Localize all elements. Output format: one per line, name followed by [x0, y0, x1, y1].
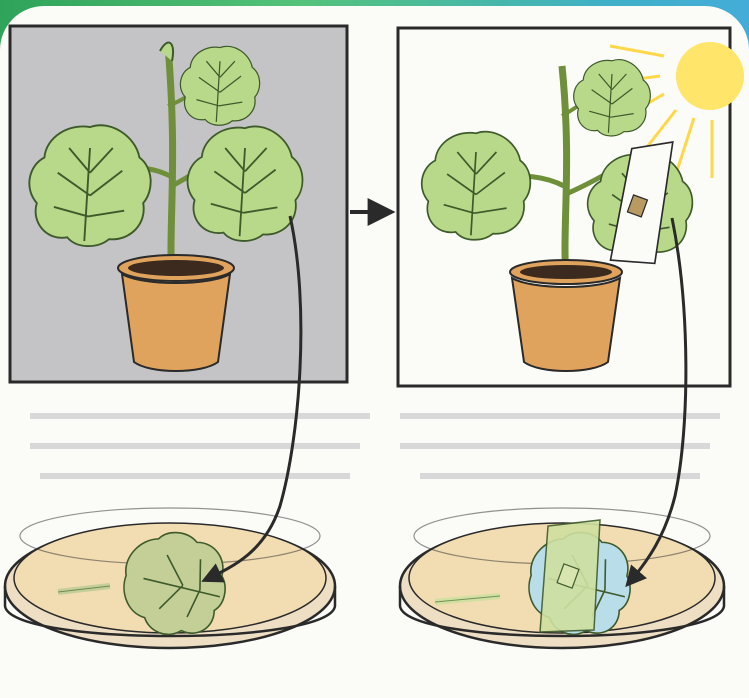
panel-sunlight: [398, 28, 744, 386]
pot-icon: [118, 255, 234, 371]
background-texture: [30, 416, 720, 476]
petri-dish-right: [400, 508, 724, 648]
diagram-canvas: [0, 6, 749, 698]
petri-dish-left: [5, 508, 335, 648]
pot-icon: [510, 260, 622, 371]
panel-dark: [10, 26, 347, 382]
